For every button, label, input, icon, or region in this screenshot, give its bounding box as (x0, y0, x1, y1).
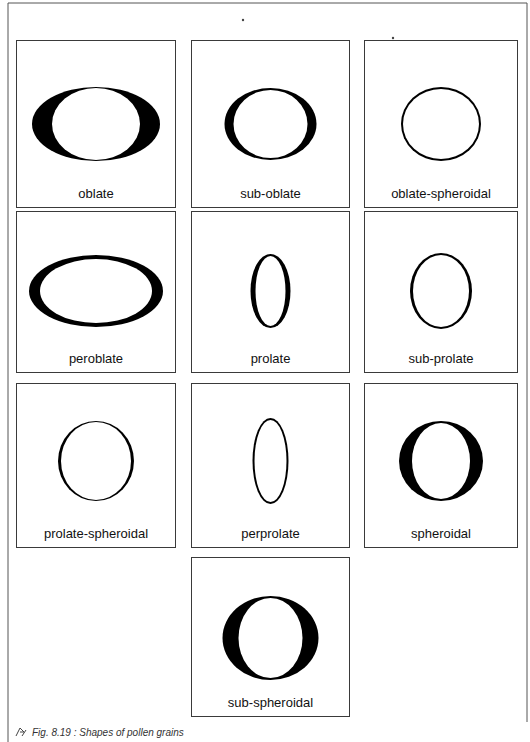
pollen-lumen (256, 256, 286, 326)
shape-label: oblate-spheroidal (389, 186, 493, 202)
pollen-shape (192, 41, 349, 207)
caption-icon-mark (16, 728, 26, 736)
pollen-outline (223, 596, 319, 680)
pollen-shape (192, 558, 349, 716)
pollen-shape (365, 212, 517, 372)
speck (392, 37, 394, 39)
pollen-shape (192, 384, 349, 547)
shape-label: oblate (76, 186, 115, 202)
shape-label: prolate-spheroidal (42, 526, 150, 542)
shape-label: perprolate (239, 526, 302, 542)
pollen-lumen (239, 598, 303, 678)
shape-label: prolate (249, 351, 293, 367)
shape-box: sub-oblate (191, 40, 350, 208)
pollen-outline (399, 421, 483, 501)
shape-box: prolate (191, 211, 350, 373)
shape-box: oblate (16, 40, 176, 208)
pollen-outline (58, 421, 134, 501)
pollen-shape (17, 212, 175, 372)
pollen-lumen (52, 88, 140, 160)
shape-box: sub-prolate (364, 211, 518, 373)
shape-label: peroblate (67, 351, 125, 367)
pollen-outline (225, 88, 317, 160)
caption-row: Fig. 8.19 : Shapes of pollen grains (14, 724, 184, 740)
pollen-lumen (61, 422, 131, 500)
shape-box: sub-spheroidal (191, 557, 350, 717)
pollen-outline (401, 87, 481, 161)
pollen-shape (365, 41, 517, 207)
pollen-lumen (255, 420, 287, 502)
shape-label: spheroidal (409, 526, 473, 542)
speck (242, 19, 244, 21)
pollen-lumen (412, 423, 470, 499)
pollen-shape (17, 41, 175, 207)
caption-icon (14, 726, 28, 738)
shape-label: sub-oblate (238, 186, 303, 202)
pollen-lumen (234, 90, 308, 158)
shape-box: perprolate (191, 383, 350, 548)
pollen-outline (253, 418, 289, 504)
shape-box: oblate-spheroidal (364, 40, 518, 208)
pollen-outline (29, 255, 163, 327)
frame-line (8, 3, 527, 742)
pollen-lumen (403, 89, 479, 159)
pollen-shape (365, 384, 517, 547)
shape-box: spheroidal (364, 383, 518, 548)
pollen-outline (251, 254, 291, 328)
pollen-shape (192, 212, 349, 372)
shape-box: peroblate (16, 211, 176, 373)
shape-box: prolate-spheroidal (16, 383, 176, 548)
figure-caption: Fig. 8.19 : Shapes of pollen grains (32, 727, 184, 738)
shape-label: sub-spheroidal (226, 695, 315, 711)
pollen-outline (410, 253, 472, 329)
pollen-outline (32, 87, 160, 161)
pollen-shape (17, 384, 175, 547)
pollen-lumen (40, 259, 152, 323)
shape-label: sub-prolate (406, 351, 475, 367)
pollen-lumen (413, 255, 469, 327)
